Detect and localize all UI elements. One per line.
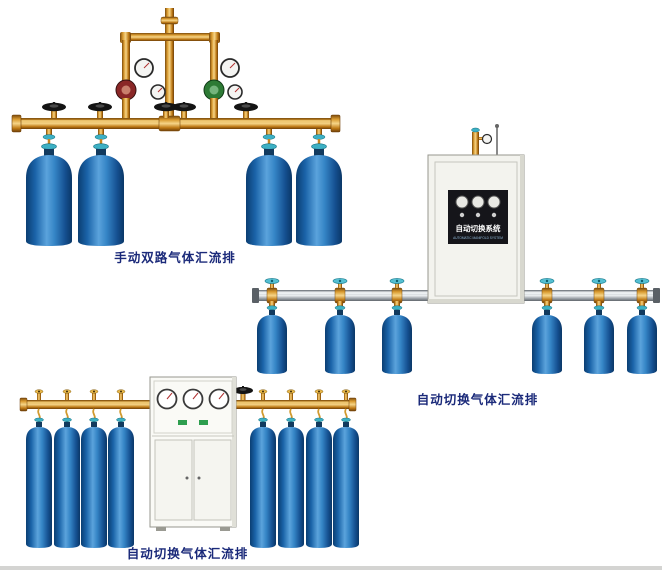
gas-cylinders <box>256 305 658 375</box>
cabinet-door-left <box>154 439 193 521</box>
main-manifold-pipe <box>11 114 341 133</box>
cabinet-title: 自动切换系统 <box>456 223 501 233</box>
manual-valve-handwheels <box>42 102 258 118</box>
cabinet-door-right <box>193 439 232 521</box>
panel-gauge <box>487 195 501 209</box>
control-cabinet <box>149 376 237 531</box>
indicator-light <box>199 420 208 425</box>
caption-auto-right: 自动切换气体汇流排 <box>416 393 539 407</box>
pressure-gauges-left <box>134 58 166 100</box>
control-cabinet: 自动切换系统 AUTOMATIC MANIFOLD SYSTEM <box>427 154 525 304</box>
pressure-gauges-right <box>220 58 243 100</box>
page-bottom-edge <box>0 566 662 570</box>
indicator-light <box>178 420 187 425</box>
panel-knob <box>491 212 497 218</box>
manual-dual-manifold-illustration <box>11 8 343 247</box>
cabinet-subtitle: AUTOMATIC MANIFOLD SYSTEM <box>453 236 503 240</box>
supply-riser <box>120 8 220 120</box>
panel-knob <box>475 212 481 218</box>
cabinet-top-piping <box>471 124 499 156</box>
panel-gauge <box>471 195 485 209</box>
auto-switch-manifold-bottom-illustration <box>19 376 360 549</box>
auto-switch-manifold-illustration: 自动切换系统 AUTOMATIC MANIFOLD SYSTEM <box>252 124 660 375</box>
panel-knob <box>459 212 465 218</box>
pressure-regulator-left <box>115 79 137 120</box>
panel-gauge <box>455 195 469 209</box>
caption-manual-dual: 手动双路气体汇流排 <box>114 251 236 265</box>
pressure-regulator-right <box>203 79 225 120</box>
caption-auto-bottom: 自动切换气体汇流排 <box>126 547 249 561</box>
